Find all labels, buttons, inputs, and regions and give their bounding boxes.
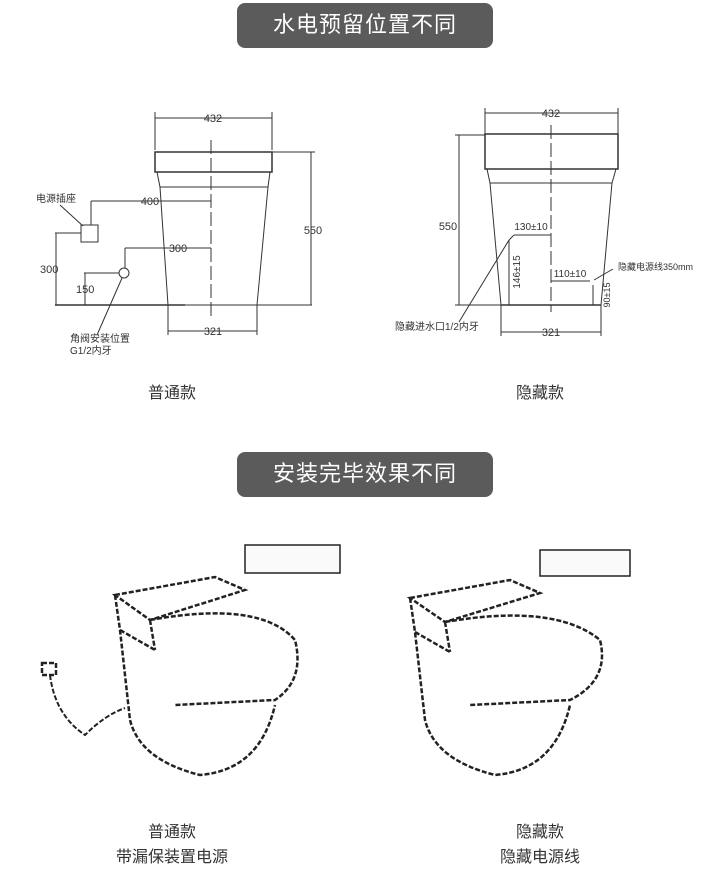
standard-width-top: 432 (204, 113, 222, 125)
standard-product-subcaption: 带漏保装置电源 (115, 847, 228, 866)
socket-label: 电源插座 (36, 192, 76, 205)
concealed-drawing-caption: 隐藏款 (515, 383, 564, 402)
standard-dimension-drawing: 432 550 400 电源插座 300 300 150 321 角阀安装位置 … (36, 112, 322, 357)
valve-height: 150 (76, 284, 94, 296)
valve-label: 角阀安装位置 (70, 332, 130, 345)
standard-product-caption: 普通款 (147, 822, 196, 841)
concealed-width-bottom: 321 (542, 327, 560, 339)
remote-control-icon (539, 549, 631, 577)
section-title-water-electric: 水电预留位置不同 (237, 3, 493, 48)
power-height: 90±15 (602, 283, 612, 308)
concealed-toilet-illustration (406, 549, 631, 777)
concealed-product-caption: 隐藏款 (515, 822, 564, 841)
remote-control-icon (244, 544, 341, 574)
concealed-dimension-drawing: 432 550 130±10 146±15 隐藏进水口1/2内牙 110±10 … (395, 108, 693, 339)
power-offset: 110±10 (554, 269, 587, 280)
dimension-drawings: 432 550 400 电源插座 300 300 150 321 角阀安装位置 … (36, 108, 693, 357)
concealed-width-top: 432 (542, 108, 560, 120)
valve-offset: 300 (169, 243, 187, 255)
standard-width-bottom: 321 (204, 326, 222, 338)
standard-height: 550 (304, 225, 322, 237)
inlet-label: 隐藏进水口1/2内牙 (395, 320, 479, 333)
inlet-offset: 130±10 (514, 222, 548, 233)
concealed-height: 550 (439, 221, 457, 233)
socket-offset: 400 (141, 196, 159, 208)
standard-drawing-caption: 普通款 (147, 383, 196, 402)
standard-toilet-illustration (40, 544, 341, 777)
section-title-installed-effect: 安装完毕效果不同 (237, 452, 493, 497)
socket-height: 300 (40, 264, 58, 276)
concealed-product-subcaption: 隐藏电源线 (499, 847, 580, 866)
valve-thread: G1/2内牙 (70, 344, 112, 357)
inlet-height: 146±15 (512, 255, 523, 289)
power-label: 隐藏电源线350mm (618, 261, 693, 272)
leakage-protection-plug-icon (40, 661, 58, 677)
